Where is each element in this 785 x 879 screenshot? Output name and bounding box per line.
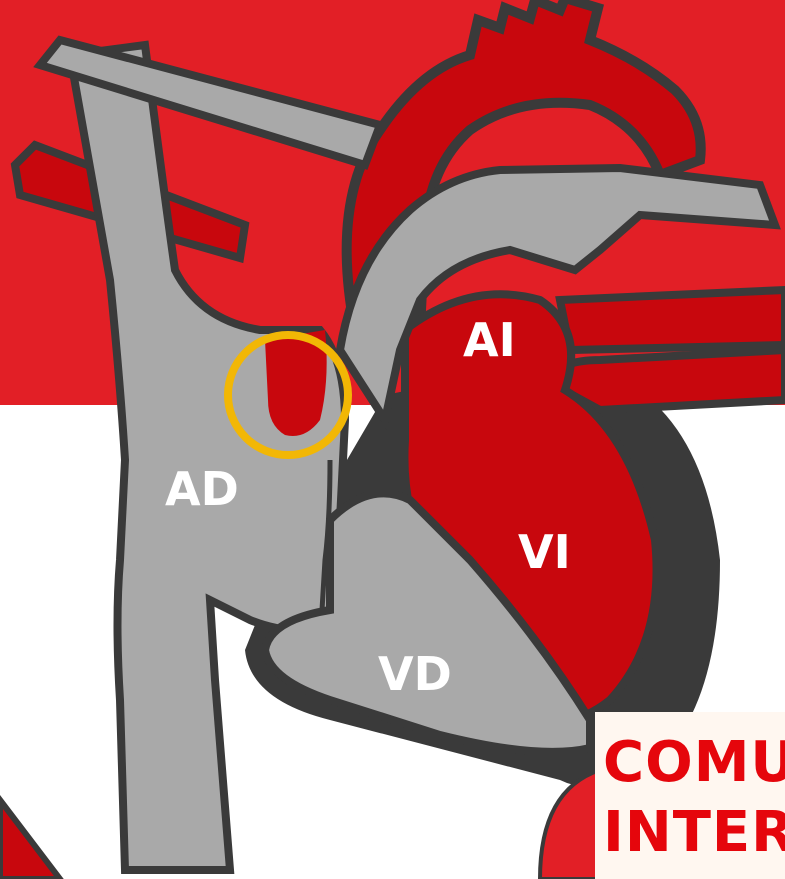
label-right-atrium: AD [165, 462, 239, 516]
banner-line-2: INTER [603, 800, 785, 865]
label-left-atrium: AI [463, 313, 516, 367]
pulmonary-vein-upper [560, 290, 785, 350]
title-banner: COMU INTER [595, 712, 785, 879]
banner-line-1: COMU [603, 730, 785, 795]
label-right-ventricle: VD [378, 647, 452, 701]
label-left-ventricle: VI [518, 525, 571, 579]
